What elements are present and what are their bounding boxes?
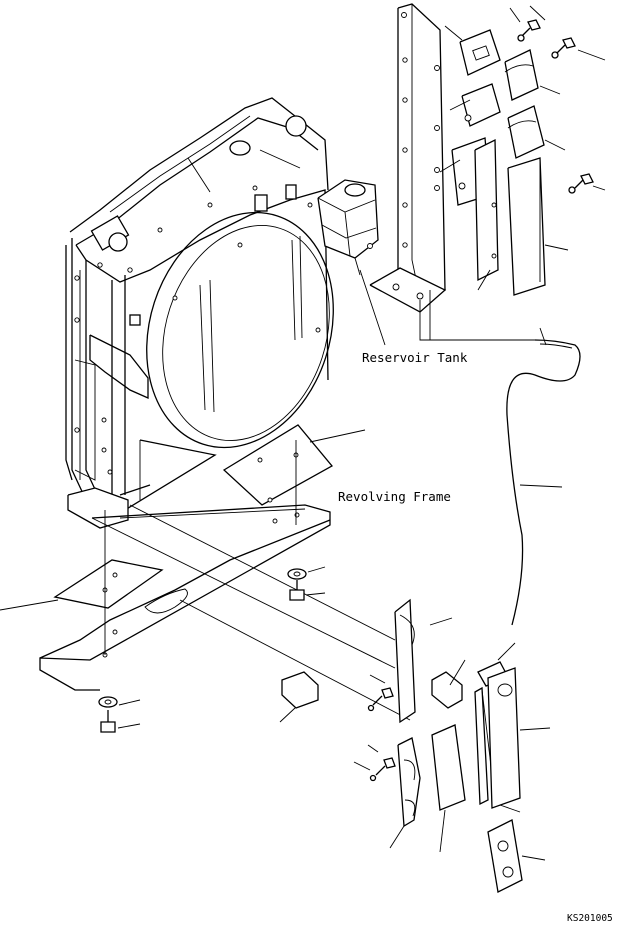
reservoir-leader-line — [359, 269, 386, 346]
revolving-frame-label: Revolving Frame — [338, 489, 451, 504]
bolt-icon — [517, 19, 541, 42]
bolt-icon — [568, 173, 594, 194]
radiator-shroud-assembly — [65, 97, 334, 529]
washer-bolt-set-left — [98, 696, 141, 733]
bolt-icon — [551, 37, 576, 59]
overflow-hose — [506, 327, 581, 626]
reservoir-tank — [317, 179, 379, 276]
reservoir-tank-label: Reservoir Tank — [362, 350, 468, 365]
washer-bolt-set-right — [287, 566, 326, 601]
mount-plate-upper — [222, 424, 366, 506]
mount-plate-lower — [0, 559, 164, 611]
upright-mounting-plate — [369, 3, 535, 341]
revolving-frame-base — [39, 440, 411, 721]
lower-brackets-and-pads — [279, 598, 551, 893]
upper-rubber-cushions — [439, 5, 606, 296]
drawing-code-label: KS201005 — [567, 913, 613, 924]
